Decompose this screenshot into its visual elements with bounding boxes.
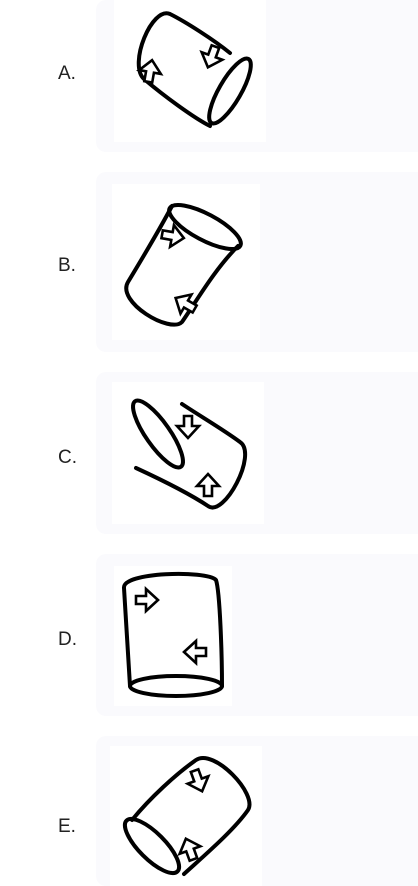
- option-figure: [112, 184, 260, 340]
- option-letter: D.: [58, 629, 77, 650]
- option-letter: B.: [58, 255, 76, 276]
- option-figure: [114, 0, 266, 142]
- option-letter: C.: [58, 447, 77, 468]
- cylinder-icon: [122, 571, 224, 698]
- cylinder-icon: [131, 398, 248, 510]
- option-figure: [114, 566, 232, 706]
- cylinder-icon: [122, 756, 252, 876]
- option-letter: E.: [58, 816, 76, 837]
- cylinder-icon: [136, 11, 253, 128]
- option-figure: [112, 382, 264, 524]
- cylinder-icon: [124, 202, 243, 327]
- option-b[interactable]: B.: [0, 172, 418, 352]
- option-e[interactable]: E.: [0, 736, 418, 886]
- option-d[interactable]: D.: [0, 554, 418, 716]
- option-a[interactable]: A.: [0, 0, 418, 152]
- option-figure: [110, 746, 262, 886]
- option-c[interactable]: C.: [0, 372, 418, 534]
- option-letter: A.: [58, 63, 76, 84]
